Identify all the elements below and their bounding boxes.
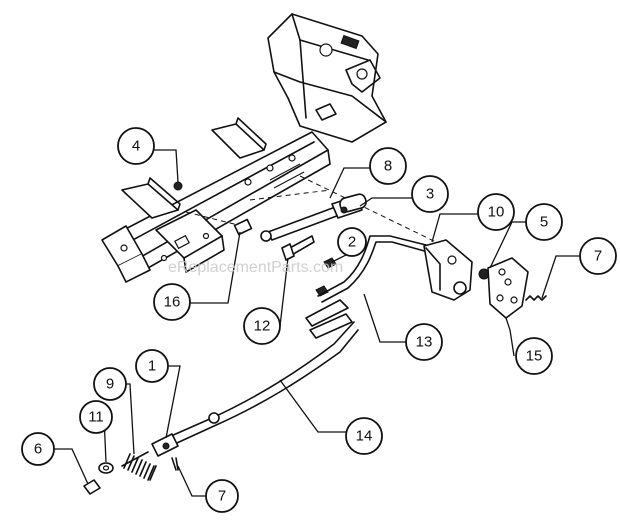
callout-10: 10 <box>477 193 515 231</box>
part-4-nut <box>173 181 183 191</box>
svg-text:12: 12 <box>254 318 271 335</box>
callout-12: 12 <box>243 307 281 345</box>
part-6-nut <box>83 479 101 495</box>
callout-2: 2 <box>337 227 367 257</box>
callout-5: 5 <box>525 203 563 241</box>
svg-text:1: 1 <box>148 358 156 375</box>
part-9-spring <box>121 451 157 481</box>
callout-13: 13 <box>405 323 443 361</box>
callout-11: 11 <box>79 400 113 434</box>
svg-text:9: 9 <box>106 376 114 393</box>
callout-14: 14 <box>345 417 383 455</box>
part-11-washer <box>98 462 114 474</box>
svg-text:15: 15 <box>526 348 543 365</box>
svg-text:3: 3 <box>426 186 434 203</box>
callout-16: 16 <box>153 283 191 321</box>
callout-7-lower: 7 <box>205 479 239 513</box>
svg-text:2: 2 <box>348 234 356 251</box>
callout-8: 8 <box>369 147 407 185</box>
part-2-nuts <box>315 257 337 297</box>
callout-3: 3 <box>411 175 449 213</box>
callout-7-upper: 7 <box>579 237 617 275</box>
callout-15: 15 <box>515 337 553 375</box>
svg-text:10: 10 <box>488 204 505 221</box>
callout-4: 4 <box>117 127 155 165</box>
svg-text:16: 16 <box>164 294 181 311</box>
svg-text:13: 13 <box>416 334 433 351</box>
part-3-clevis <box>331 193 367 219</box>
svg-text:14: 14 <box>356 428 373 445</box>
part-10-bracket <box>423 239 473 301</box>
watermark-text: eReplacementParts.com <box>168 259 343 276</box>
svg-text:7: 7 <box>594 248 602 265</box>
part-14-lever <box>161 321 359 449</box>
svg-text:5: 5 <box>540 214 548 231</box>
part-15-cam-plate <box>487 257 529 319</box>
part-12-pin <box>281 235 315 261</box>
callout-1: 1 <box>135 349 169 383</box>
callout-6: 6 <box>21 432 55 466</box>
part-13-link-rod <box>305 235 431 339</box>
part-16-bolt <box>233 218 253 236</box>
part-7-cotter-lower <box>171 457 179 471</box>
svg-text:7: 7 <box>218 488 226 505</box>
part-8-rod <box>260 205 343 242</box>
frame-assembly <box>101 13 441 283</box>
part-1-clevis <box>151 433 179 457</box>
callout-9: 9 <box>93 367 127 401</box>
svg-text:4: 4 <box>132 138 140 155</box>
part-7-spring-upper <box>525 295 547 301</box>
svg-text:11: 11 <box>88 409 104 426</box>
svg-text:8: 8 <box>384 158 392 175</box>
svg-text:6: 6 <box>34 441 42 458</box>
